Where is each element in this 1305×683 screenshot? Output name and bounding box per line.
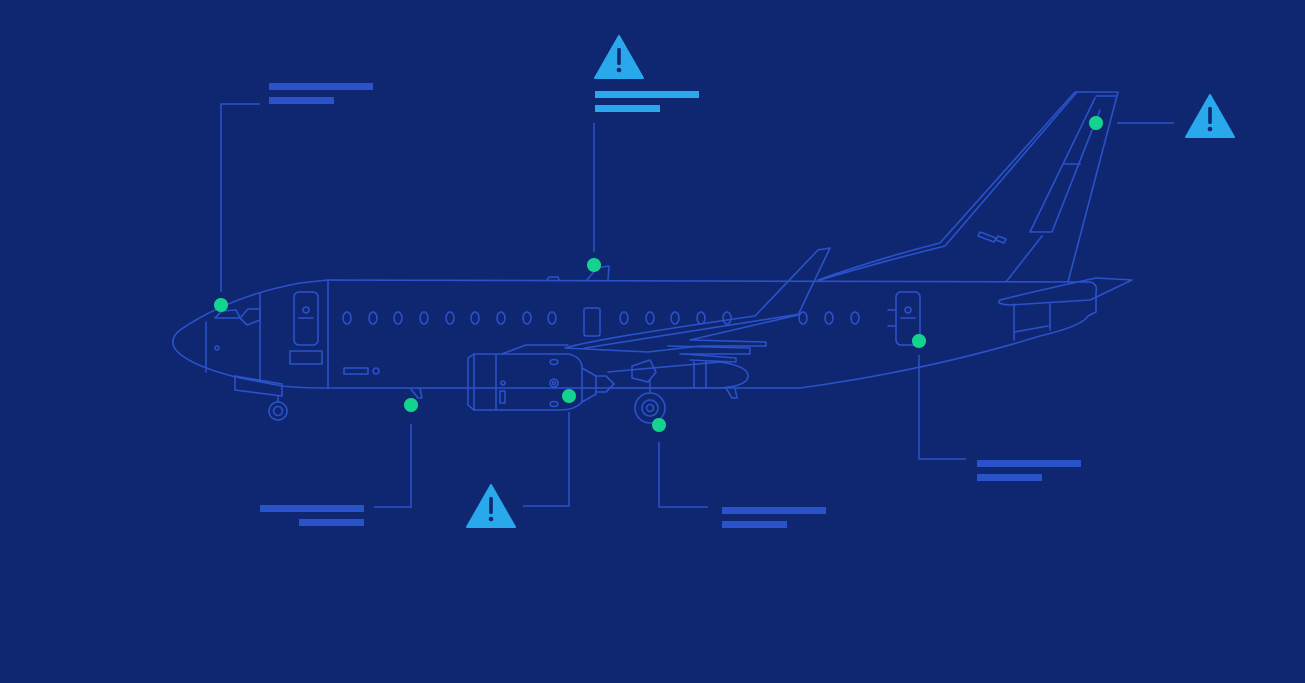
callout-nose xyxy=(269,83,373,104)
engine xyxy=(467,344,615,411)
inspection-point-main-gear[interactable] xyxy=(652,418,666,432)
inspection-point-main-gear-bay[interactable] xyxy=(404,398,418,412)
callout-upper-fuselage xyxy=(595,91,699,112)
horizontal-stabilizer xyxy=(997,277,1133,306)
inspection-point-upper-fuselage[interactable] xyxy=(587,258,601,272)
callout-main-gear xyxy=(722,507,826,528)
fuselage xyxy=(172,279,1098,389)
warning-triangle-icon[interactable] xyxy=(1185,94,1235,138)
airplane-outline xyxy=(172,91,1133,424)
leader-lines xyxy=(220,103,1174,508)
warning-triangle-icon[interactable] xyxy=(594,35,644,79)
rear-door xyxy=(895,291,921,346)
front-door xyxy=(293,291,319,346)
cabin-windows xyxy=(342,307,860,337)
callout-main-gear-bay xyxy=(260,505,364,526)
inspection-point-rear-door[interactable] xyxy=(912,334,926,348)
main-landing-gear xyxy=(634,379,666,424)
wing xyxy=(564,247,831,353)
warning-triangle-icon[interactable] xyxy=(466,484,516,528)
callout-rear-door xyxy=(977,460,1081,481)
inspection-point-tail-fin[interactable] xyxy=(1089,116,1103,130)
nose-landing-gear xyxy=(234,375,288,421)
inspection-point-engine[interactable] xyxy=(562,389,576,403)
vertical-stabilizer xyxy=(817,91,1119,283)
callout-text-placeholders xyxy=(260,83,1081,528)
inspection-points xyxy=(214,116,1103,432)
inspection-point-nose[interactable] xyxy=(214,298,228,312)
